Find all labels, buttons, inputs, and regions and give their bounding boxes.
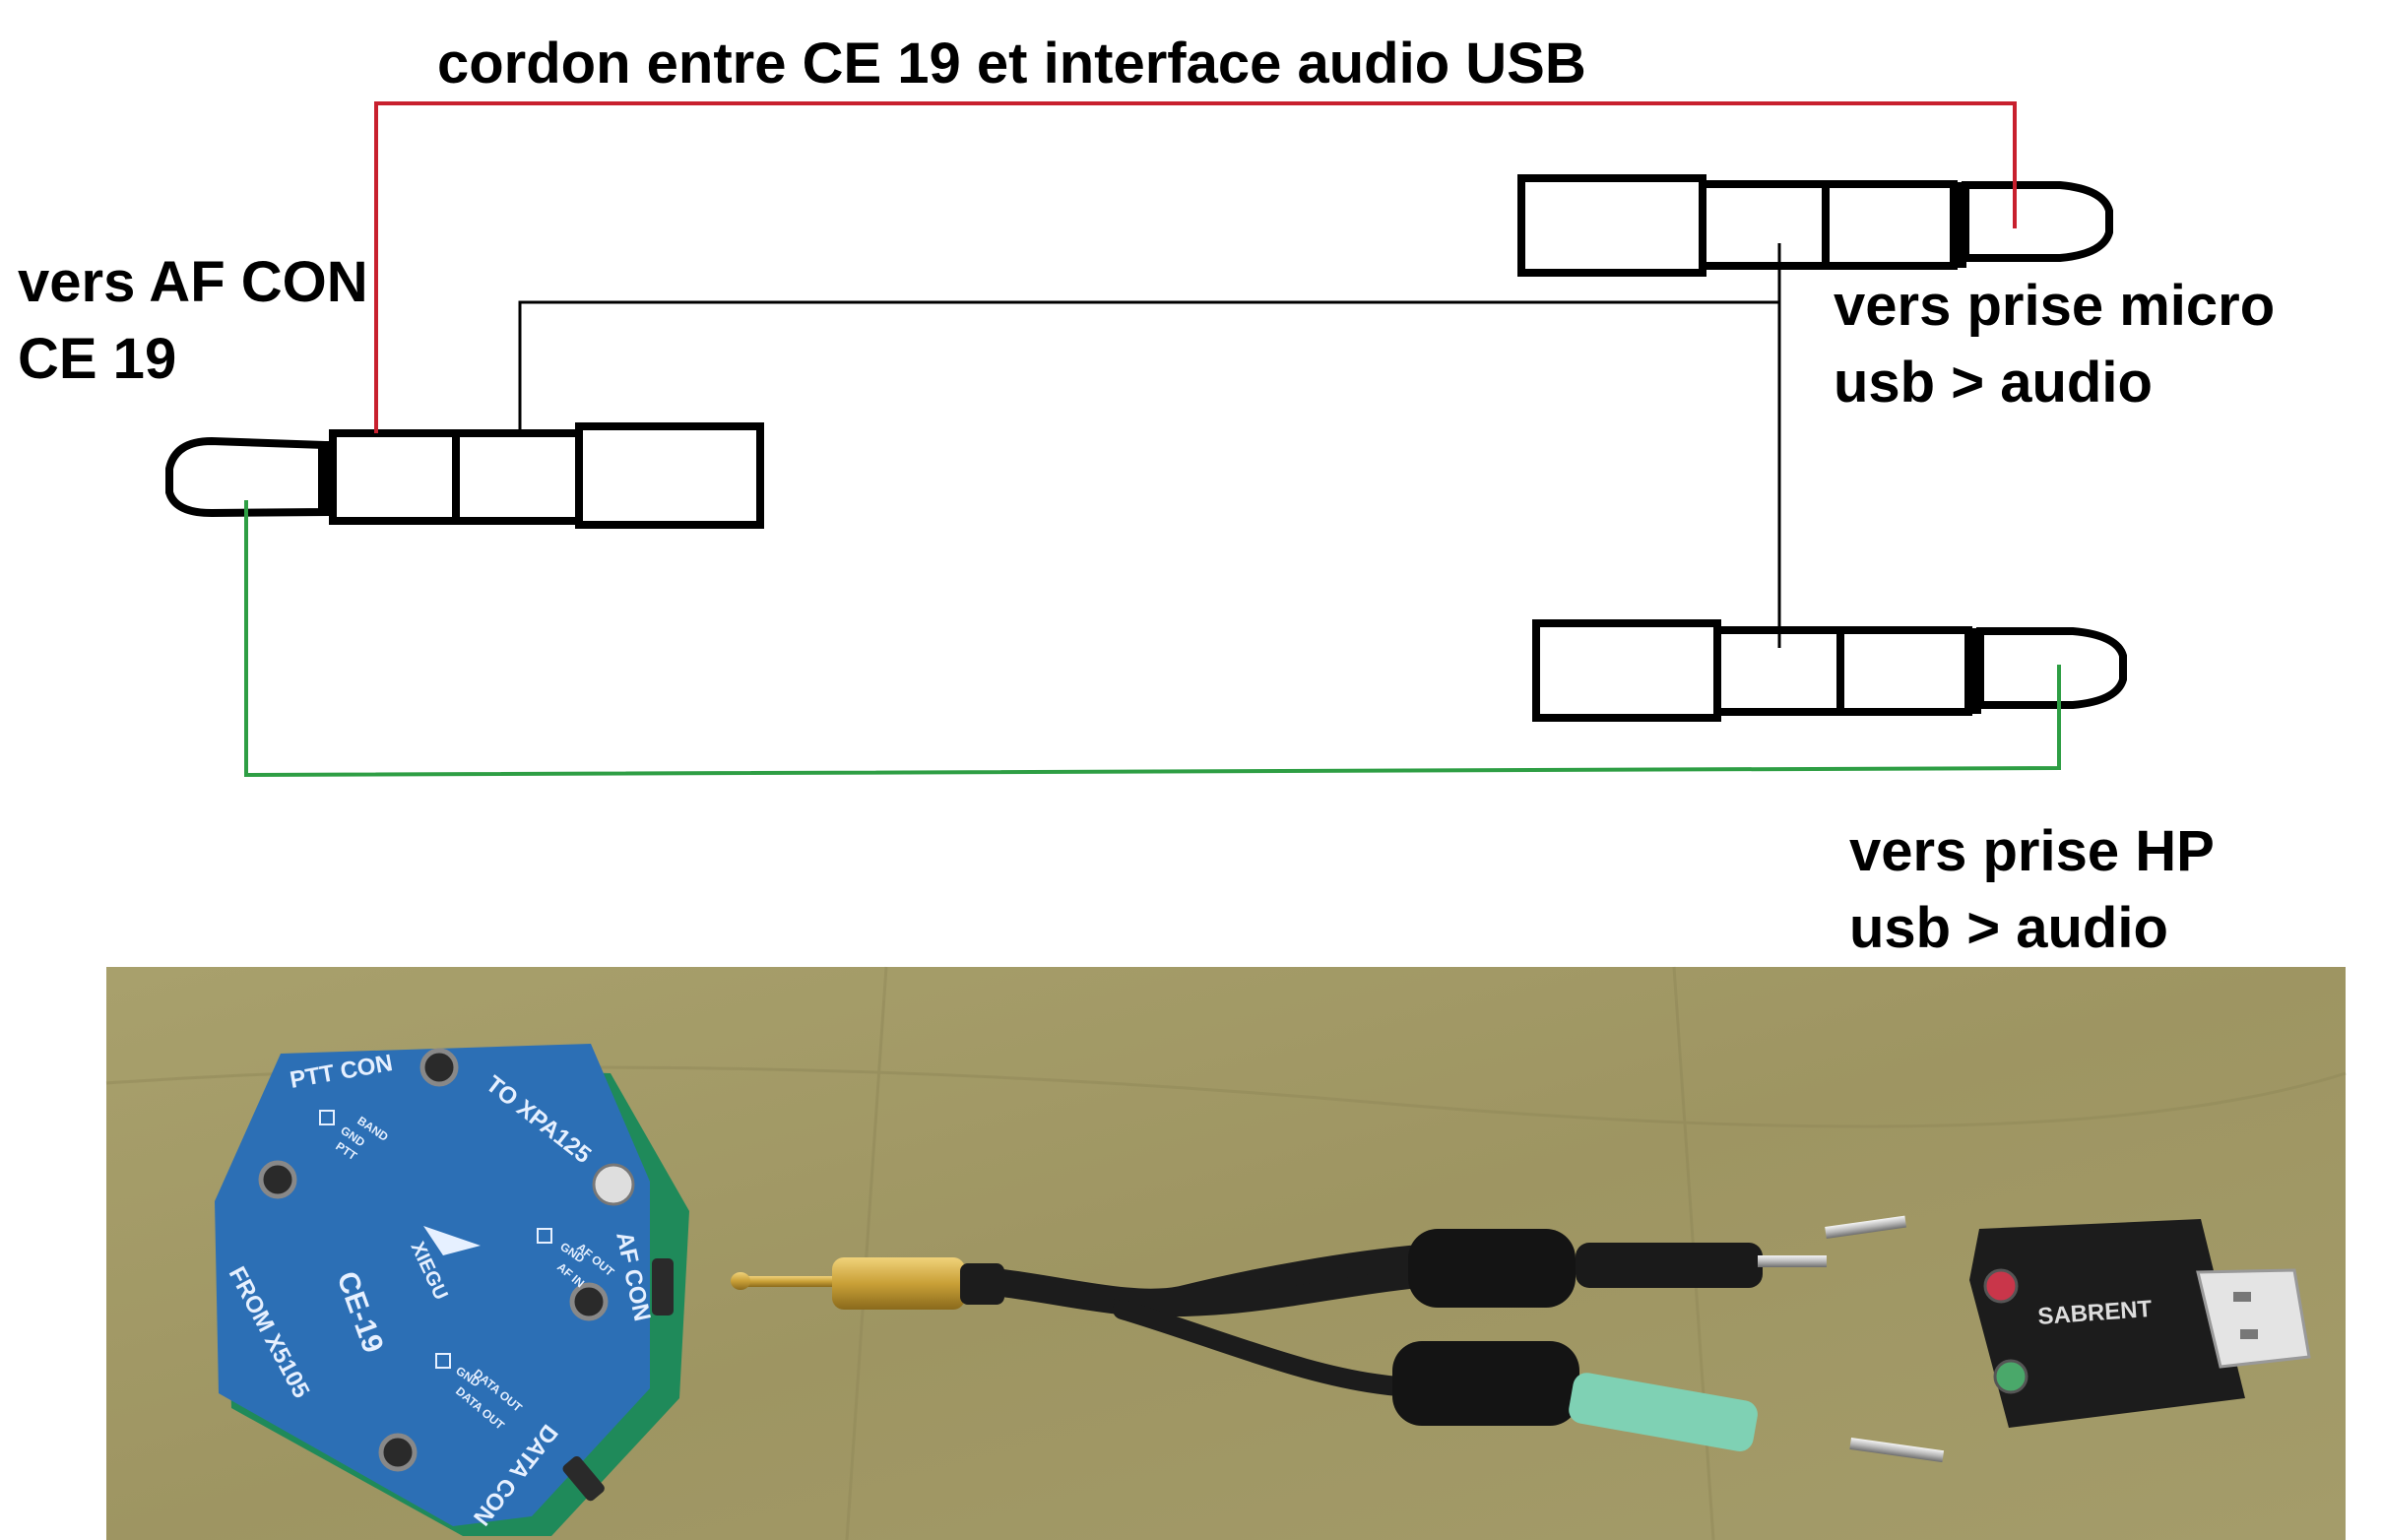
ce19-board: PTT CON TO XPA125 AF CON DATA CON FROM X… bbox=[215, 1044, 689, 1536]
usb-connector-icon bbox=[2196, 1268, 2311, 1369]
mic-port-icon bbox=[1983, 1268, 2019, 1304]
gold-plug-housing bbox=[832, 1257, 965, 1310]
board-face bbox=[215, 1044, 650, 1526]
hp-jack-plug bbox=[1532, 619, 2127, 722]
left-jack-tip bbox=[165, 436, 329, 518]
label-hp-line2: usb > audio bbox=[1849, 896, 2168, 960]
left-jack-plug bbox=[165, 422, 764, 529]
gold-plug-pin bbox=[743, 1276, 837, 1287]
label-micro-line1: vers prise micro bbox=[1834, 274, 2275, 338]
label-af-con-line1: vers AF CON bbox=[18, 250, 368, 314]
micro-jack-tip bbox=[1962, 181, 2113, 262]
gold-plug-tip bbox=[731, 1272, 750, 1290]
left-jack-ring2 bbox=[452, 429, 583, 525]
micro-plug-pin bbox=[1758, 1255, 1827, 1267]
micro-jack-body bbox=[1517, 174, 1706, 277]
micro-plug-housing bbox=[1576, 1243, 1763, 1288]
label-micro-line2: usb > audio bbox=[1834, 351, 2153, 415]
label-hp-line1: vers prise HP bbox=[1849, 819, 2215, 883]
mount-hole bbox=[592, 1163, 635, 1206]
screw-hole bbox=[569, 1282, 609, 1321]
hp-plug-pin bbox=[1849, 1438, 1945, 1463]
ground-wire bbox=[518, 300, 1779, 433]
left-jack-ring1 bbox=[329, 429, 460, 525]
usb-contact bbox=[2240, 1329, 2258, 1339]
diagram-title: cordon entre CE 19 et interface audio US… bbox=[437, 32, 1586, 96]
screw-hole bbox=[419, 1048, 459, 1087]
usb-contact bbox=[2233, 1292, 2251, 1302]
cable-branch-hp bbox=[1113, 1300, 1408, 1396]
left-jack-body bbox=[575, 422, 764, 529]
screw-hole bbox=[378, 1433, 418, 1472]
y-cable bbox=[731, 1215, 1945, 1463]
micro-jack-plug bbox=[1517, 174, 2113, 277]
screw-hole bbox=[258, 1160, 297, 1199]
cable-branch-micro bbox=[1113, 1268, 1428, 1317]
ferrite-core-bottom bbox=[1392, 1341, 1579, 1426]
hp-jack-body bbox=[1532, 619, 1721, 722]
jumper-markings bbox=[319, 1110, 552, 1369]
hp-jack-tip bbox=[1976, 627, 2127, 709]
headphone-port-icon bbox=[1993, 1359, 2028, 1394]
af-con-socket bbox=[652, 1258, 674, 1315]
label-af-con-line2: CE 19 bbox=[18, 327, 176, 391]
ferrite-core-top bbox=[1408, 1229, 1576, 1308]
data-con-socket bbox=[562, 1456, 605, 1502]
usb-audio-adapter: SABRENT bbox=[1969, 1219, 2311, 1428]
micro-jack-ring2 bbox=[1822, 180, 1958, 270]
micro-plug-tip bbox=[1825, 1215, 1907, 1239]
photo: PTT CON TO XPA125 AF CON DATA CON FROM X… bbox=[105, 966, 2347, 1540]
plug-strain-relief bbox=[960, 1263, 1004, 1305]
micro-jack-ring1 bbox=[1699, 180, 1830, 270]
xiegu-logo-icon bbox=[423, 1226, 481, 1255]
hp-jack-ring2 bbox=[1836, 626, 1972, 716]
hp-plug-housing bbox=[1569, 1373, 1758, 1451]
adapter-body bbox=[1969, 1219, 2245, 1428]
